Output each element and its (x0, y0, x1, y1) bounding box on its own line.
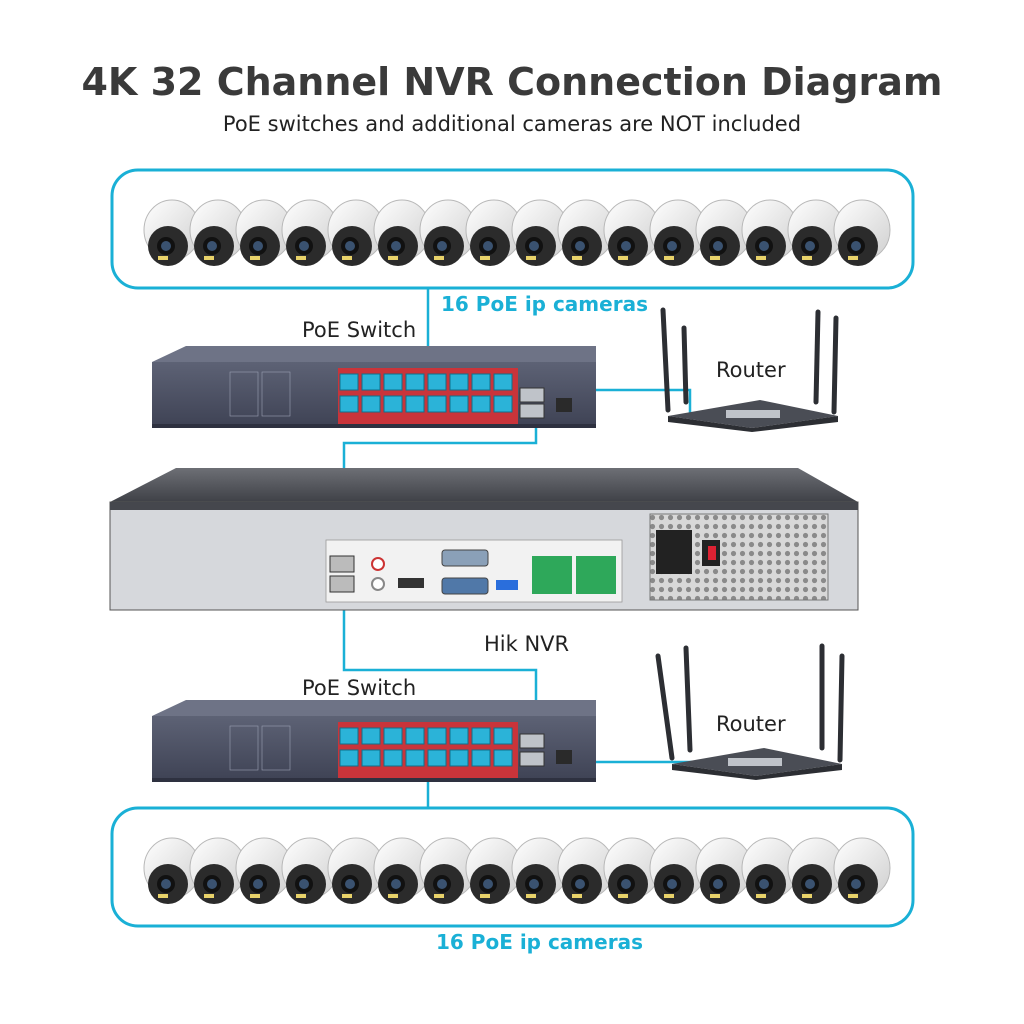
poe-port (427, 727, 447, 745)
dome-camera-icon (373, 837, 431, 904)
poe-port (471, 373, 491, 391)
diagram-title: 4K 32 Channel NVR Connection Diagram (81, 60, 943, 104)
dome-camera-icon (787, 837, 845, 904)
dome-camera-icon (787, 199, 845, 266)
switch-bottom-label: PoE Switch (302, 676, 417, 700)
poe-switch-top (152, 346, 596, 428)
camera-group-top-frame (110, 168, 915, 290)
poe-port (339, 749, 359, 767)
poe-port (449, 395, 469, 413)
poe-port (361, 395, 381, 413)
poe-port (361, 727, 381, 745)
dome-camera-icon (235, 199, 293, 266)
line-switch-top-to-router (596, 388, 692, 416)
poe-port (449, 373, 469, 391)
poe-port (405, 749, 425, 767)
camera-row-bottom (143, 837, 891, 904)
poe-port (339, 395, 359, 413)
diagram-subtitle: PoE switches and additional cameras are … (222, 112, 802, 136)
dome-camera-icon (741, 837, 799, 904)
nvr-device (109, 468, 859, 611)
dome-camera-icon (465, 837, 523, 904)
poe-port (493, 727, 513, 745)
router-top-device (660, 307, 839, 432)
poe-port (405, 727, 425, 745)
poe-port (427, 373, 447, 391)
poe-port (405, 373, 425, 391)
dome-camera-icon (373, 199, 431, 266)
dome-camera-icon (235, 837, 293, 904)
camera-group-bottom-frame (110, 806, 915, 928)
dome-camera-icon (649, 837, 707, 904)
poe-port (383, 373, 403, 391)
dome-camera-icon (557, 837, 615, 904)
dome-camera-icon (833, 199, 891, 266)
dome-camera-icon (143, 199, 201, 266)
poe-port (471, 395, 491, 413)
switch-top-label: PoE Switch (302, 318, 417, 342)
dome-camera-icon (281, 199, 339, 266)
dome-camera-icon (419, 199, 477, 266)
dome-camera-icon (327, 199, 385, 266)
dome-camera-icon (695, 837, 753, 904)
dome-camera-icon (189, 837, 247, 904)
dome-camera-icon (603, 837, 661, 904)
camera-group-top-label: 16 PoE ip cameras (441, 292, 648, 316)
router-top-label: Router (716, 358, 786, 382)
router-bottom-label: Router (716, 712, 786, 736)
dome-camera-icon (511, 837, 569, 904)
dome-camera-icon (281, 837, 339, 904)
poe-port (427, 749, 447, 767)
dome-camera-icon (511, 199, 569, 266)
dome-camera-icon (189, 199, 247, 266)
poe-port (449, 727, 469, 745)
poe-port (405, 395, 425, 413)
router-bottom-device (655, 643, 845, 780)
dome-camera-icon (649, 199, 707, 266)
dome-camera-icon (465, 199, 523, 266)
poe-port (383, 749, 403, 767)
dome-camera-icon (833, 837, 891, 904)
poe-port (383, 727, 403, 745)
poe-port (449, 749, 469, 767)
poe-port (493, 395, 513, 413)
poe-port (339, 727, 359, 745)
dome-camera-icon (603, 199, 661, 266)
poe-port (493, 373, 513, 391)
camera-group-bottom-label: 16 PoE ip cameras (436, 930, 643, 954)
poe-port (471, 749, 491, 767)
poe-port (493, 749, 513, 767)
poe-port (383, 395, 403, 413)
dome-camera-icon (695, 199, 753, 266)
nvr-label: Hik NVR (484, 632, 570, 656)
poe-switch-bottom (152, 700, 596, 782)
poe-port (361, 373, 381, 391)
dome-camera-icon (419, 837, 477, 904)
poe-port (427, 395, 447, 413)
poe-port (339, 373, 359, 391)
dome-camera-icon (557, 199, 615, 266)
poe-port (361, 749, 381, 767)
poe-port (471, 727, 491, 745)
camera-row-top (143, 199, 891, 266)
